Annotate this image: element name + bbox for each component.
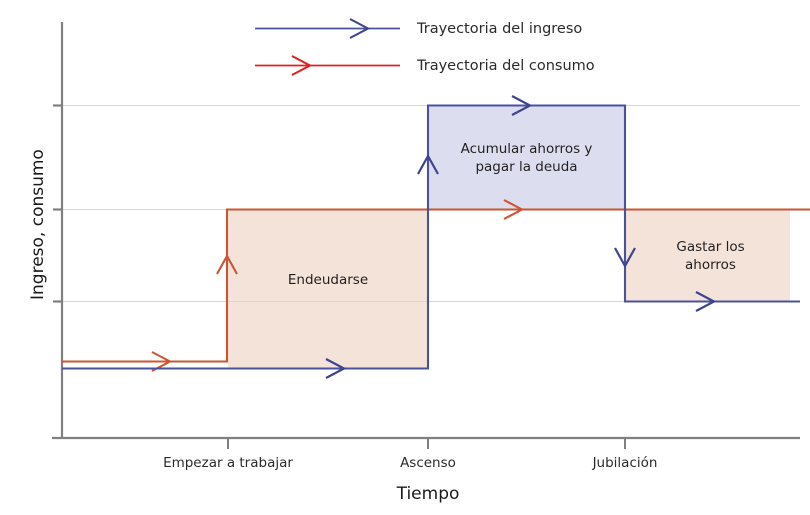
region-endeudarse (228, 209, 428, 368)
legend-glyphs (255, 18, 400, 76)
region-label-gastar-line2: ahorros (685, 257, 736, 273)
shaded-regions (228, 105, 790, 368)
series-income (62, 95, 800, 379)
consumption-arrow-3 (503, 199, 525, 220)
y-axis-title: Ingreso, consumo (28, 149, 48, 300)
x-axis-ticks (227, 438, 626, 449)
income-line (62, 104, 800, 370)
income-arrow-1 (325, 358, 347, 379)
income-arrow-4 (614, 247, 636, 269)
region-label-gastar-line1: Gastar los (676, 239, 745, 255)
x-tick-label-empezar-a-trabajar: Empezar a trabajar (163, 455, 293, 471)
income-arrow-5 (695, 291, 717, 312)
legend-item-consumption-label: Trayectoria del consumo (417, 58, 595, 74)
region-label-endeudarse: Endeudarse (287, 272, 369, 288)
x-tick-label-jubilacion: Jubilación (592, 455, 658, 471)
region-gastar-ahorros (625, 209, 790, 301)
consumption-arrow-2 (216, 253, 238, 275)
x-axis-title: Tiempo (396, 484, 460, 504)
y-axis-ticks (53, 104, 62, 303)
region-acumular-ahorros (428, 105, 625, 209)
region-label-acumular-line2: pagar la deuda (475, 159, 578, 175)
legend-consumption-arrow-icon (291, 55, 313, 76)
legend-item-income-label: Trayectoria del ingreso (417, 21, 583, 37)
region-label-acumular-line1: Acumular ahorros y (460, 141, 593, 157)
x-tick-label-ascenso: Ascenso (400, 455, 456, 471)
income-arrow-2 (417, 153, 439, 175)
income-arrow-3 (511, 95, 533, 116)
legend-income-arrow-icon (349, 18, 371, 39)
